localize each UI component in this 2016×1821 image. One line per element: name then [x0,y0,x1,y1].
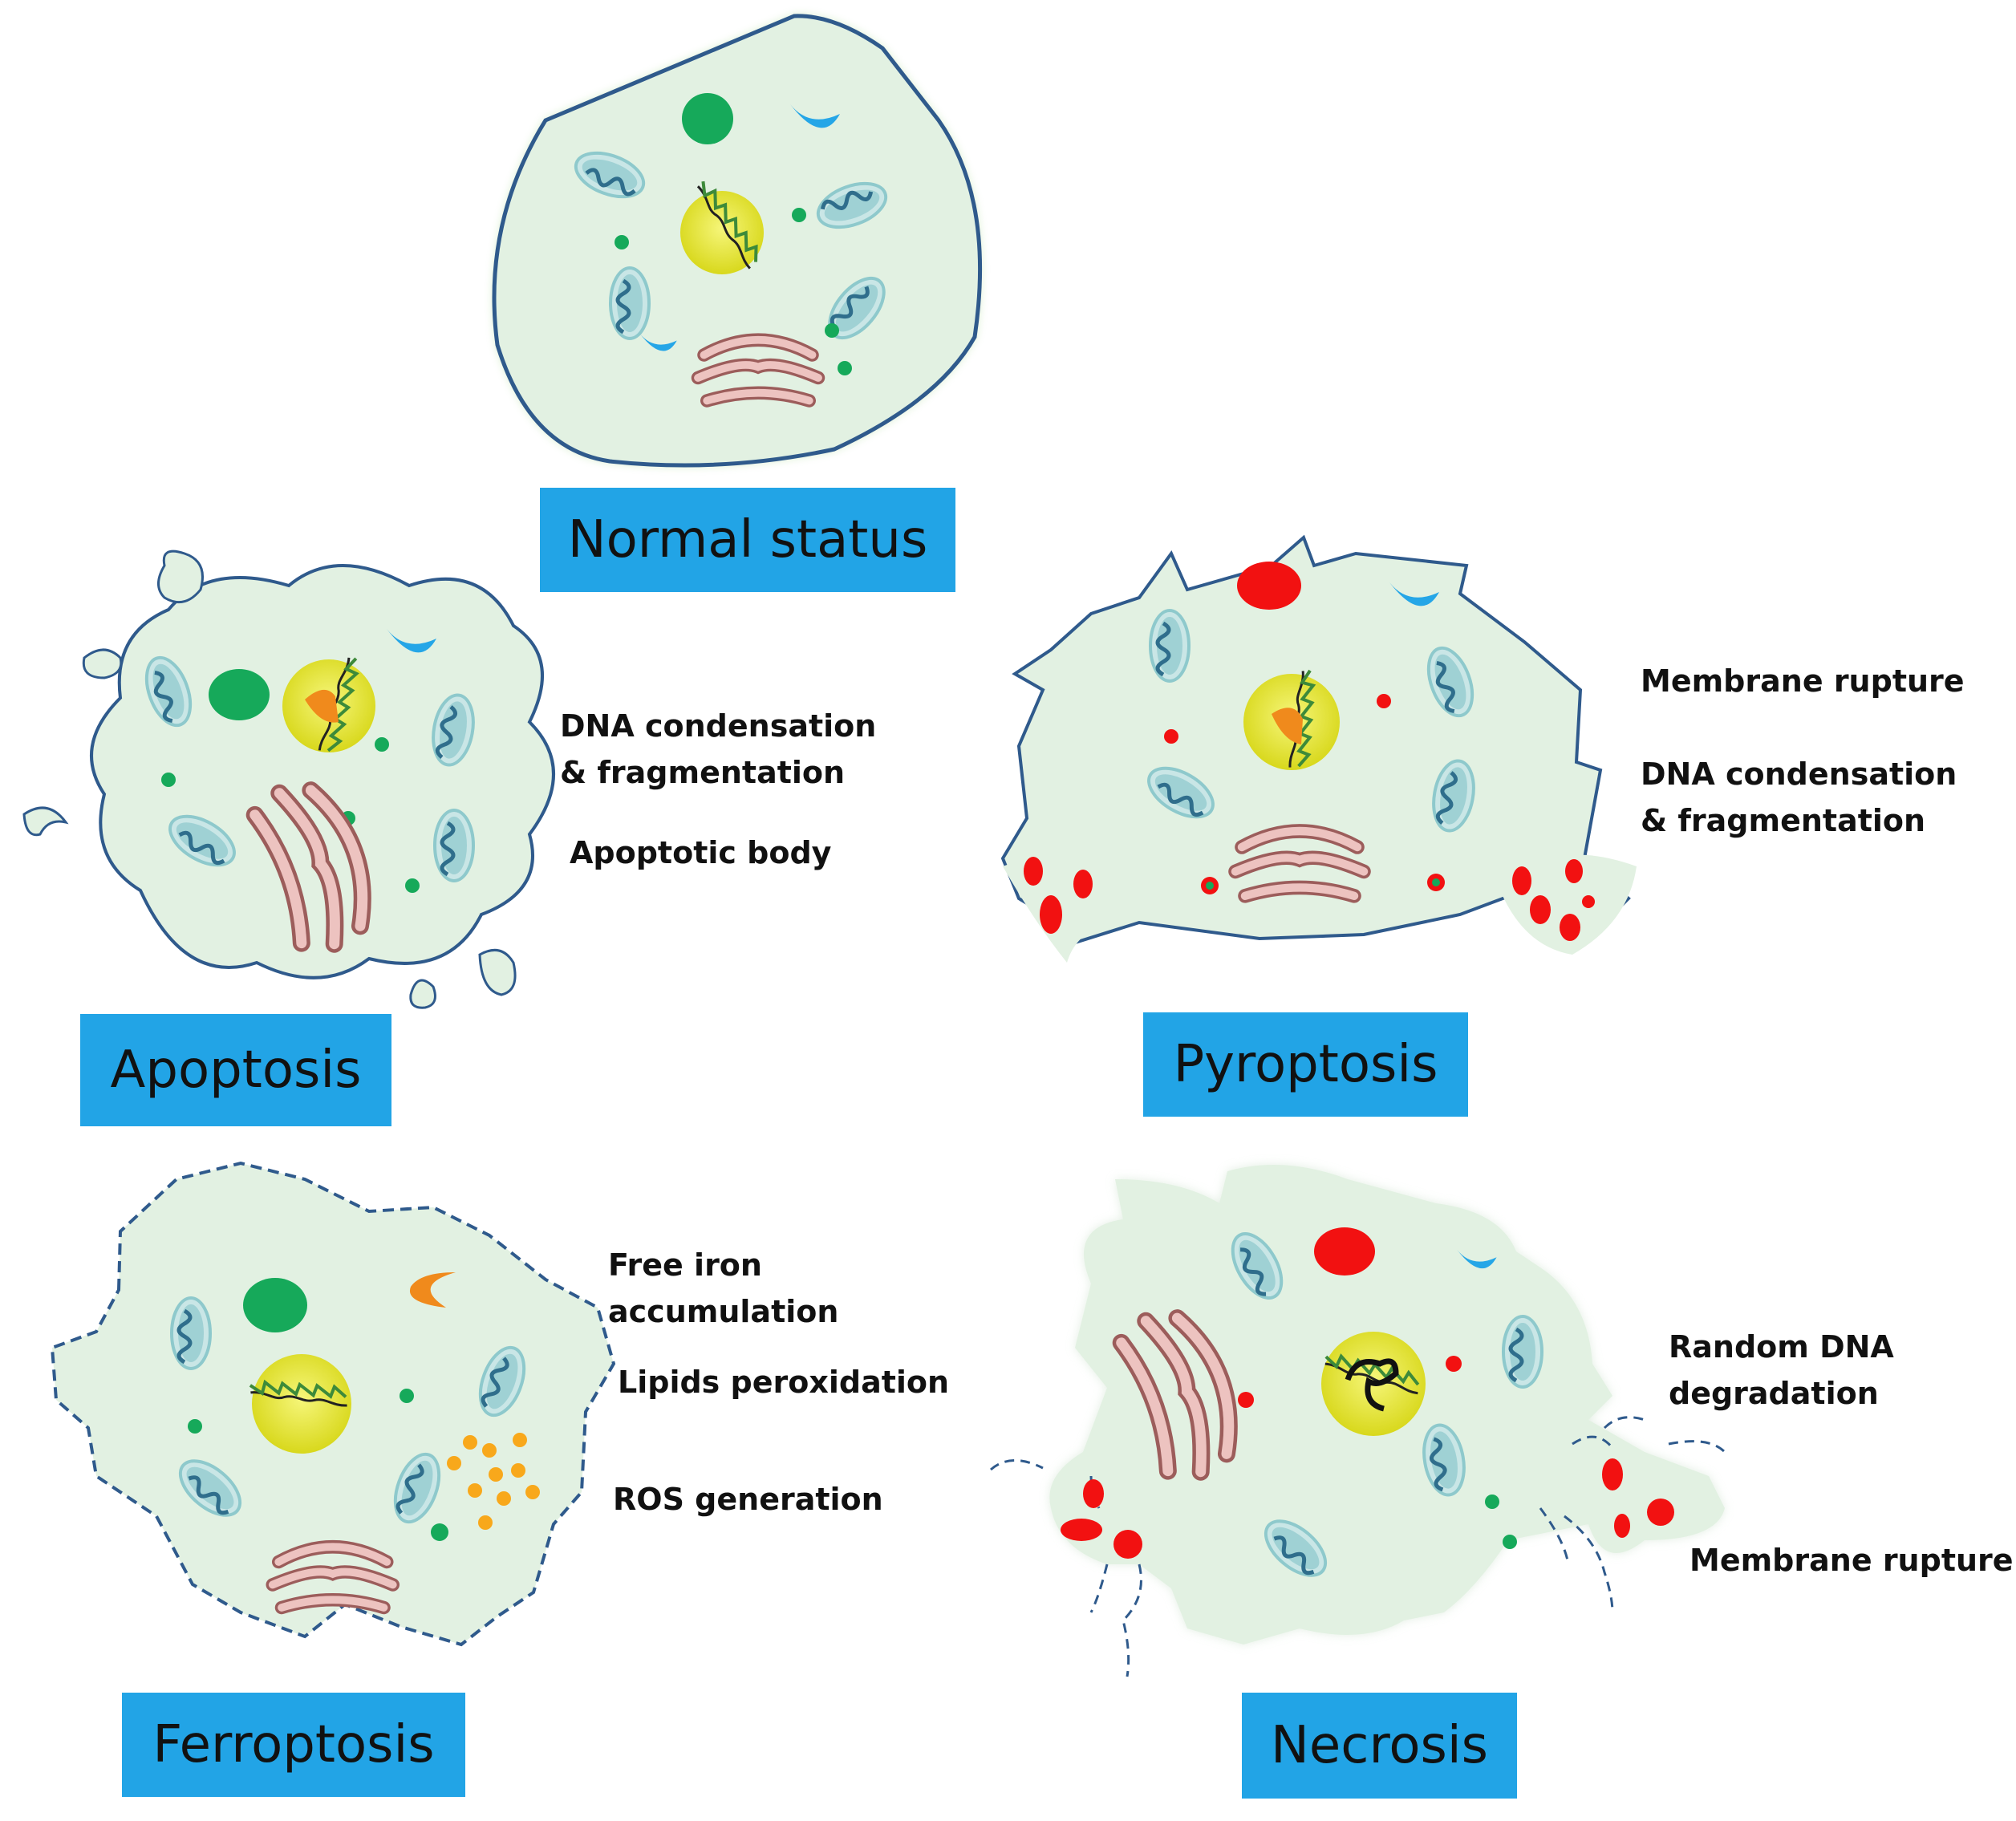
note-degradation: degradation [1669,1376,1879,1411]
title-normal-status: Normal status [540,488,955,592]
necrosis-cell [990,1165,1726,1677]
note-free-iron: Free iron [608,1247,762,1283]
green-organelle [682,93,733,144]
pyroptosis-cell [1000,534,1637,963]
note-lipids-peroxidation: Lipids peroxidation [618,1365,950,1400]
note-membrane-rupture: Membrane rupture [1641,663,1965,699]
title-ferroptosis: Ferroptosis [122,1693,465,1797]
ferroptosis-cell [50,1161,616,1647]
normal-cell [492,14,983,468]
note-dna-condensation: DNA condensation [1641,756,1957,792]
note-random-dna: Random DNA [1669,1329,1894,1365]
note-accumulation: accumulation [608,1294,839,1329]
necrosis-notes: Random DNA degradation Membrane rupture [1669,1324,2014,1584]
note-ros-generation: ROS generation [613,1482,883,1517]
note-fragmentation: & fragmentation [560,755,846,790]
title-pyroptosis: Pyroptosis [1143,1012,1468,1117]
apoptosis-notes: DNA condensation & fragmentation Apoptot… [560,703,876,876]
note-dna-condensation: DNA condensation [560,708,877,744]
title-apoptosis: Apoptosis [80,1014,391,1126]
apoptosis-cell [22,550,555,1009]
ferroptosis-notes: Free iron accumulation Lipids peroxidati… [608,1242,949,1523]
note-membrane-rupture: Membrane rupture [1689,1543,2014,1578]
title-necrosis: Necrosis [1242,1693,1517,1799]
note-fragmentation: & fragmentation [1641,803,1926,838]
note-apoptotic-body: Apoptotic body [570,835,832,870]
nucleus [680,191,764,274]
pyroptosis-notes: Membrane rupture DNA condensation & frag… [1641,658,1965,844]
